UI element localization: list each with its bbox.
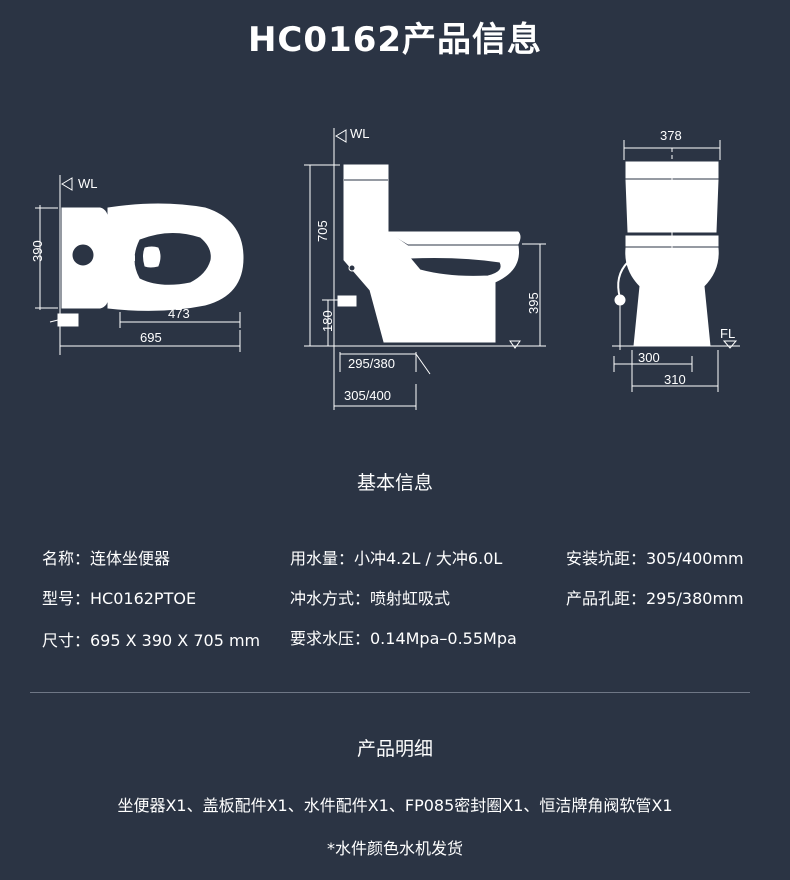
side-view-dim-180: 180 [320, 310, 335, 332]
product-detail-items: 坐便器X1、盖板配件X1、水件配件X1、FP085密封圈X1、恒洁牌角阀软管X1 [117, 796, 673, 815]
top-view-dim-473: 473 [168, 306, 190, 321]
spec-flush-type: 冲水方式：喷射虹吸式 [290, 589, 451, 608]
back-view-dim-300: 300 [638, 350, 660, 365]
top-view-dim-155: 155 [123, 240, 138, 262]
top-view-dim-695: 695 [140, 330, 162, 345]
top-view-wl-label: WL [78, 176, 98, 191]
spec-water-usage: 用水量：小冲4.2L / 大冲6.0L [290, 549, 503, 568]
section-divider [30, 692, 750, 693]
side-view-wl-label: WL [350, 126, 370, 141]
spec-hole-distance: 产品孔距：295/380mm [566, 589, 744, 608]
side-view-dim-295-380: 295/380 [348, 356, 395, 371]
product-detail-heading: 产品明细 [356, 738, 433, 760]
spec-model: 型号：HC0162PTOE [42, 589, 197, 608]
back-view-drawing [612, 140, 740, 392]
side-view-dim-705: 705 [315, 220, 330, 242]
page-title: HC0162产品信息 [247, 20, 543, 60]
dimension-drawing: WL 390 155 473 695 WL 705 395 180 295/38… [30, 126, 740, 410]
spec-size: 尺寸：695 X 390 X 705 mm [42, 631, 261, 650]
side-view-drawing [304, 128, 546, 410]
product-detail-note: *水件颜色水机发货 [326, 839, 463, 858]
side-view-dim-395: 395 [526, 292, 541, 314]
back-view-dim-310: 310 [664, 372, 686, 387]
back-view-dim-378: 378 [660, 128, 682, 143]
technical-drawings: WL 390 155 473 695 WL 705 395 180 295/38… [0, 0, 790, 430]
basic-info-heading: 基本信息 [356, 472, 433, 494]
spec-name: 名称：连体坐便器 [42, 549, 171, 568]
spec-rough-in: 安装坑距：305/400mm [566, 549, 744, 568]
top-view-drawing [35, 175, 244, 355]
side-view-dim-305-400: 305/400 [344, 388, 391, 403]
back-view-fl-label: FL [720, 326, 735, 341]
spec-water-pressure: 要求水压：0.14Mpa–0.55Mpa [290, 629, 517, 648]
top-view-dim-390: 390 [30, 240, 45, 262]
